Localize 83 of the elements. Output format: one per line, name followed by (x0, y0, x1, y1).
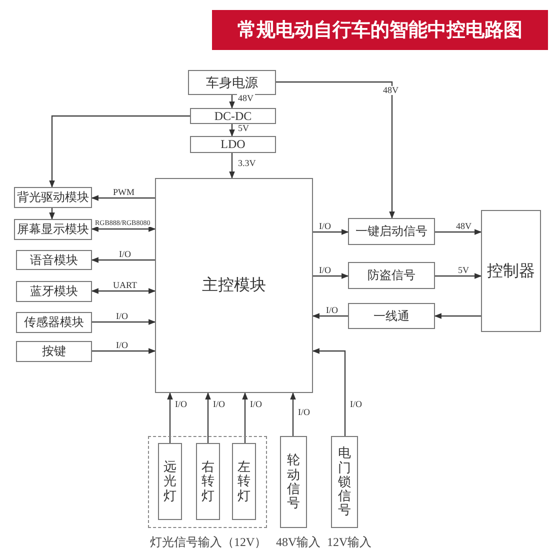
connector-arrow (49, 115, 190, 188)
connector-arrow (91, 257, 155, 263)
node-label: 蓝牙模块 (30, 283, 78, 300)
connector-arrow (229, 95, 235, 109)
edge-label: 48V (382, 86, 400, 95)
connector-arrow (49, 208, 55, 220)
node-label: 按键 (42, 343, 66, 360)
edge-label: 5V (237, 124, 250, 133)
edge-label: I/O (249, 400, 263, 409)
group-box (148, 436, 267, 528)
module-box (232, 443, 256, 520)
module-box (196, 443, 220, 520)
edge-label: I/O (318, 266, 332, 275)
edge-label: I/O (115, 312, 129, 321)
connector-arrow (92, 348, 156, 354)
connector-arrow (313, 273, 349, 279)
connector-arrow (290, 392, 296, 436)
module-box (348, 218, 435, 245)
module-box (155, 178, 313, 393)
edge-label: I/O (318, 222, 332, 231)
module-box (190, 108, 276, 124)
node-label: 主控模块 (202, 276, 266, 296)
node-label: 背光驱动模块 (17, 189, 89, 206)
edge-label: I/O (115, 341, 129, 350)
edge-label: PWM (112, 188, 136, 197)
node-label: 语音模块 (30, 252, 78, 268)
module-box (348, 303, 435, 329)
module-box (331, 436, 358, 528)
node-label: 车身电源 (206, 74, 258, 92)
module-box (190, 136, 276, 153)
connector-arrow (205, 392, 211, 443)
node-label: 远光灯 (164, 460, 176, 503)
module-box (188, 70, 276, 95)
node-label: 右转灯 (202, 460, 214, 503)
connector-arrow (435, 273, 482, 279)
connector-arrow (229, 124, 235, 137)
node-label: 传感器模块 (24, 314, 84, 331)
node-label: 电门锁信号 (338, 446, 351, 518)
connector-arrow (92, 319, 156, 325)
node-label: 一键启动信号 (356, 223, 428, 240)
node-caption: 灯光信号输入（12V） (150, 534, 267, 551)
edge-label: 3.3V (237, 159, 257, 168)
connector-arrow (91, 226, 156, 232)
edge-label: I/O (297, 408, 311, 417)
node-label: LDO (220, 137, 246, 152)
connector-arrow (229, 153, 235, 179)
node-label: DC-DC (214, 108, 252, 124)
edge-label: 5V (457, 266, 470, 275)
edge-label: 48V (237, 94, 254, 103)
connector-arrow (242, 392, 248, 443)
edge-label: I/O (325, 306, 339, 315)
title-banner: 常规电动自行车的智能中控电路图 (212, 10, 548, 50)
connector-arrow (91, 288, 156, 294)
connector-arrow (167, 392, 173, 443)
connector-arrow (91, 195, 155, 201)
node-caption: 48V输入 (276, 534, 321, 551)
module-box (158, 443, 182, 520)
module-box (16, 250, 92, 270)
edge-label: UART (112, 281, 138, 290)
node-label: 左转灯 (238, 460, 250, 503)
edge-label: I/O (349, 400, 363, 409)
module-box (481, 210, 541, 332)
connector-arrow (313, 229, 349, 235)
module-box (280, 436, 307, 528)
module-box (16, 312, 92, 333)
connector-arrow (276, 81, 395, 219)
node-label: 一线通 (374, 308, 410, 324)
connector-arrow (312, 348, 346, 436)
node-label: 防盗信号 (368, 267, 416, 284)
connector-arrow (435, 229, 482, 235)
module-box (348, 262, 435, 289)
edge-label: I/O (212, 400, 226, 409)
module-box (16, 281, 92, 302)
edge-label: I/O (174, 400, 188, 409)
node-label: 轮动信号 (287, 453, 300, 511)
node-label: 屏幕显示模块 (17, 221, 89, 238)
edge-label: I/O (118, 250, 132, 259)
connector-arrow (312, 313, 348, 319)
module-box (16, 341, 92, 362)
edge-label: 48V (455, 222, 472, 231)
node-label: 控制器 (487, 262, 535, 282)
node-caption: 12V输入 (327, 534, 372, 551)
connector-arrow (434, 313, 481, 319)
